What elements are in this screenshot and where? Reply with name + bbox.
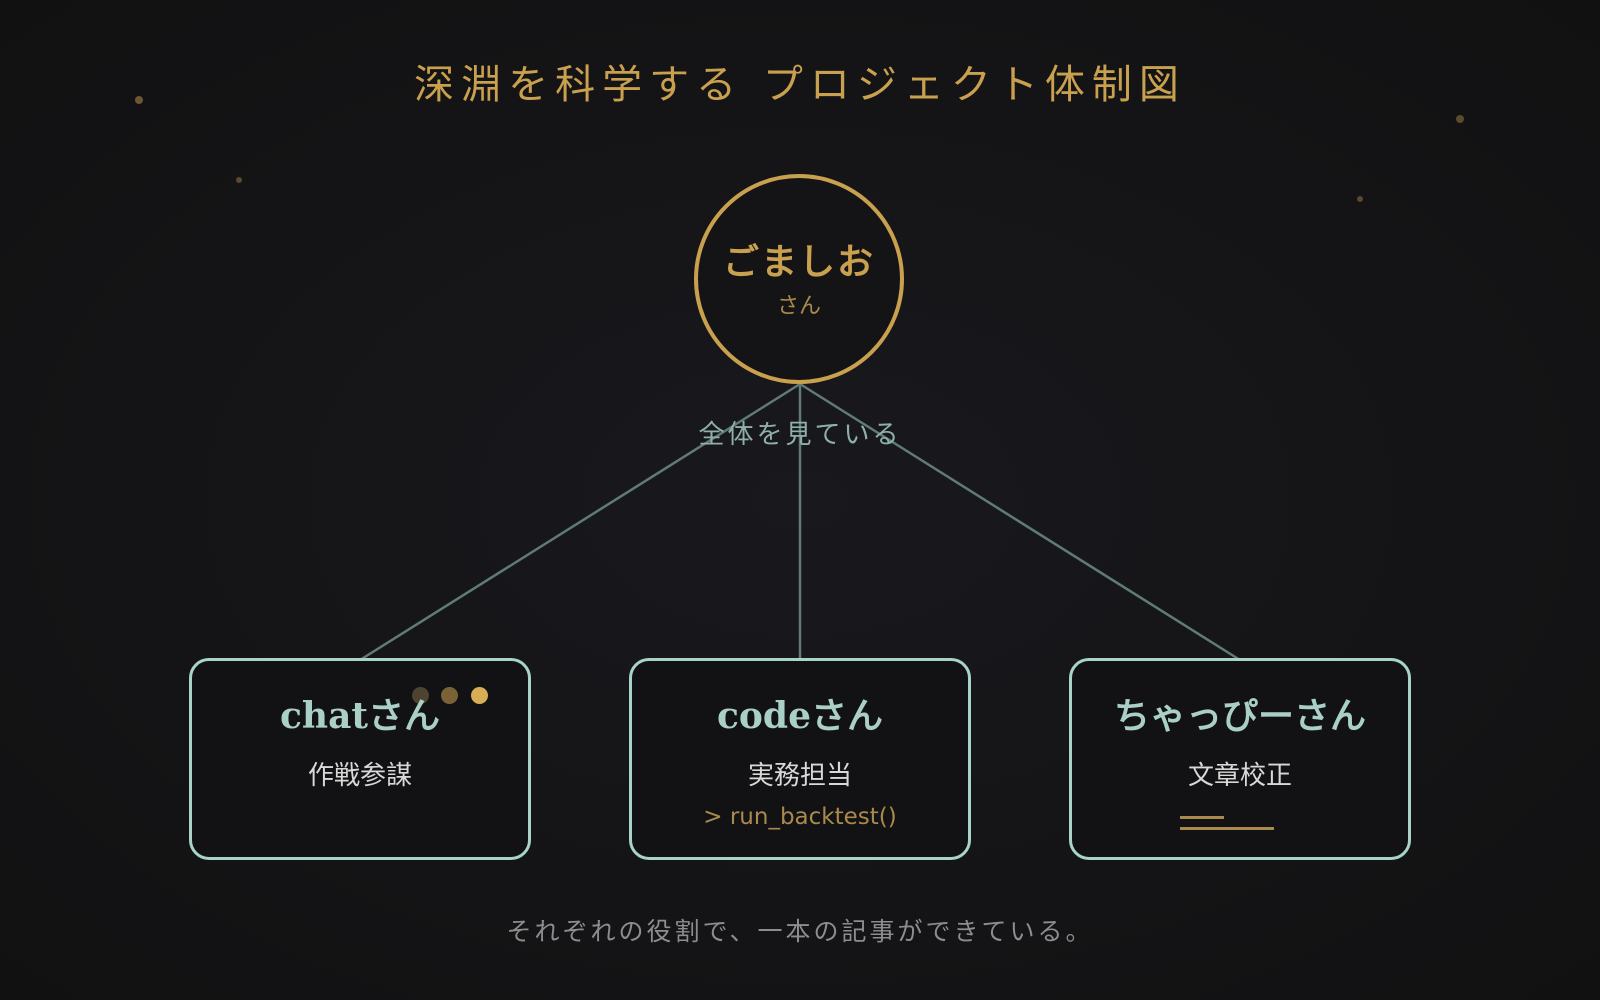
sparkle-dot [1357, 196, 1363, 202]
member-card-chappy: ちゃっぴーさん 文章校正 [1069, 658, 1411, 860]
leader-suffix: さん [776, 294, 821, 319]
document-lines-icon [1180, 816, 1280, 836]
member-role: 作戦参謀 [307, 761, 412, 791]
connector-to-chat [359, 382, 801, 662]
connector-to-chappy [799, 382, 1241, 662]
member-name: ちゃっぴーさん [1113, 695, 1366, 737]
leader-name: ごましお [722, 241, 875, 283]
sparkle-dot [1456, 115, 1464, 123]
member-card-chat: chatさん 作戦参謀 [189, 658, 531, 860]
member-name: codeさん [716, 695, 883, 737]
diagram-title: 深淵を科学する プロジェクト体制図 [414, 62, 1186, 108]
typing-dots-icon [412, 687, 492, 707]
member-role: 実務担当 [747, 761, 852, 791]
leader-node: ごましお さん [694, 174, 904, 384]
code-snippet: > run_backtest() [703, 804, 897, 830]
member-role: 文章校正 [1187, 761, 1292, 791]
member-name: chatさん [279, 695, 441, 737]
footer-caption: それぞれの役割で、一本の記事ができている。 [506, 917, 1094, 946]
leader-role-label: 全体を見ている [698, 420, 902, 450]
member-card-code: codeさん 実務担当 > run_backtest() [629, 658, 971, 860]
sparkle-dot [135, 96, 143, 104]
sparkle-dot [236, 177, 242, 183]
